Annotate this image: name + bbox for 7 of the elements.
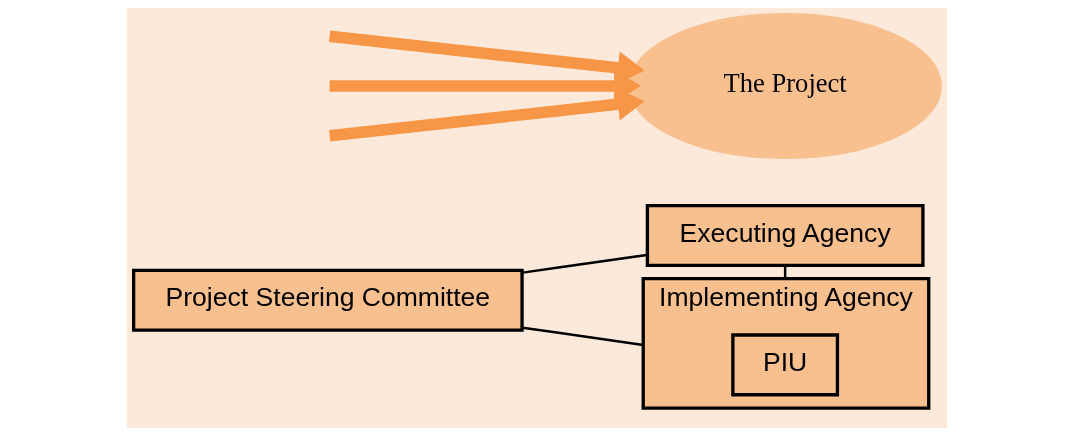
node-box: Project Steering Committee [132,268,524,332]
arrow [329,51,645,121]
node-box: PIU [731,333,840,397]
connector [522,326,644,347]
connector [522,253,647,274]
node-box: Executing Agency [645,203,925,267]
node-ellipse: The Project [628,13,942,160]
